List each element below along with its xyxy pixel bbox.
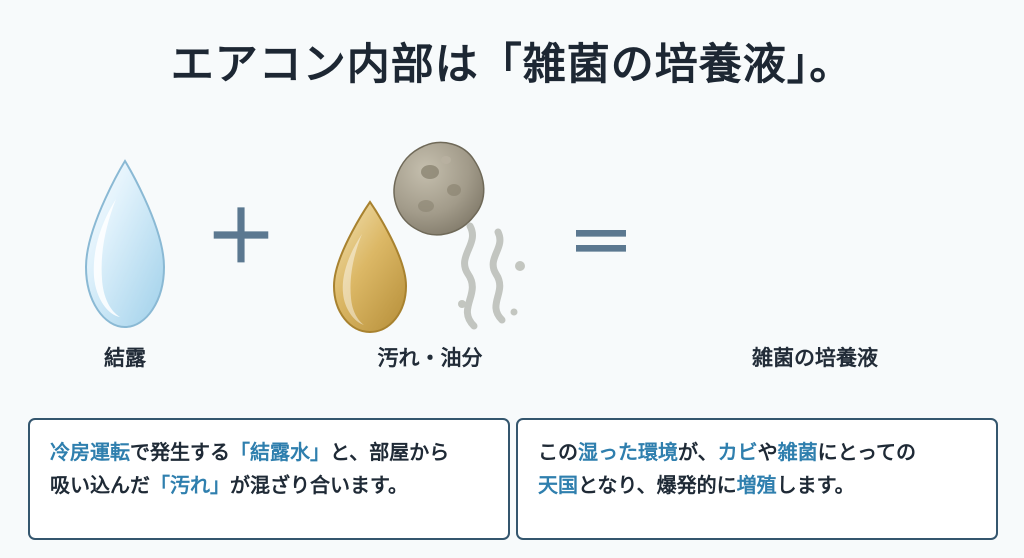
note-left-hl-cooling: 冷房運転	[50, 442, 130, 464]
note-left-text1: で発生する	[130, 442, 230, 464]
note-right-line1: この湿った環境が、カビや雑菌にとっての	[538, 437, 976, 470]
note-right-hl-heaven: 天国	[538, 475, 578, 497]
plus-operator-icon: ＋	[205, 198, 278, 278]
equation-term-culture: 雑菌の培養液	[640, 120, 990, 390]
note-left-line1: 冷房運転で発生する「結露水」と、部屋から	[50, 437, 488, 470]
odor-wave-icon	[448, 208, 548, 338]
note-right-line2: 天国となり、爆発的に増殖します。	[538, 470, 976, 503]
note-right-hl-multiply: 増殖	[736, 475, 777, 497]
equation-row: 結露 ＋	[0, 120, 1024, 390]
note-right-hl-mold: カビ	[717, 442, 758, 464]
note-left-hl-dirt: 「汚れ」	[150, 475, 230, 497]
equation-term-dirt-oil: 汚れ・油分	[280, 120, 580, 390]
page-title: エアコン内部は「雑菌の培養液」。	[170, 41, 854, 89]
dirt-blob-icon	[388, 138, 493, 243]
note-left-line2: 吸い込んだ「汚れ」が混ざり合います。	[50, 470, 488, 503]
equation-term-condensation: 結露	[0, 120, 250, 390]
note-left-text2: と、部屋から	[330, 442, 450, 464]
equals-operator-icon: ＝	[568, 206, 634, 280]
water-drop-icon	[70, 155, 180, 335]
note-right-text6: します。	[776, 475, 855, 497]
note-left-hl-condensate: 「結露水」	[230, 442, 330, 464]
note-right-text3: や	[757, 442, 778, 464]
note-right-hl-bacteria: 雑菌	[777, 442, 818, 464]
note-right-text2: が、	[678, 442, 718, 464]
caption-culture: 雑菌の培養液	[752, 347, 878, 370]
note-right-text1: この	[538, 442, 578, 464]
caption-condensation: 結露	[104, 347, 146, 370]
note-right-text4: にとっての	[817, 442, 917, 464]
oil-drop-icon	[320, 198, 420, 338]
note-left-text4: が混ざり合います。	[230, 475, 408, 497]
note-box-left: 冷房運転で発生する「結露水」と、部屋から 吸い込んだ「汚れ」が混ざり合います。	[28, 418, 510, 540]
note-right-text5: となり、爆発的に	[578, 475, 737, 497]
caption-dirt-oil: 汚れ・油分	[377, 347, 483, 370]
note-box-right: この湿った環境が、カビや雑菌にとっての 天国となり、爆発的に増殖します。	[516, 418, 998, 540]
note-left-text3: 吸い込んだ	[50, 475, 150, 497]
note-right-hl-humid: 湿った環境	[578, 442, 678, 464]
